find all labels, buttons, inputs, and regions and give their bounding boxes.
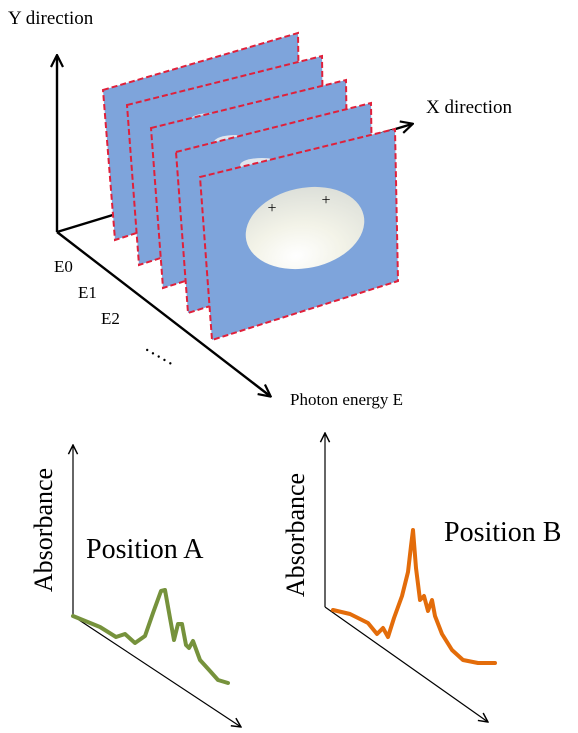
- plot-b-energy-axis: [324, 606, 488, 722]
- plot-b-spectrum-line: [331, 528, 497, 665]
- image-frame-front: + +: [198, 127, 400, 342]
- energy-tick-e0: E0: [54, 257, 73, 276]
- sample-blob: [245, 186, 365, 270]
- plot-a-energy-axis: [72, 615, 241, 727]
- plot-b-title: Position B: [444, 517, 561, 548]
- plot-position-a: Absorbance Position A: [29, 445, 241, 727]
- image-stack: + +: [101, 31, 400, 342]
- y-axis-label: Y direction: [8, 8, 94, 29]
- marker-position-b: +: [321, 192, 330, 209]
- plot-a-y-label: Absorbance: [29, 468, 58, 592]
- x-axis-label: X direction: [426, 97, 513, 118]
- plot-a-spectrum-line: [71, 588, 230, 685]
- ellipsis: ·····: [139, 339, 179, 375]
- marker-position-a: +: [267, 200, 276, 217]
- plot-b-y-label: Absorbance: [281, 473, 310, 597]
- energy-axis: [56, 231, 270, 396]
- plot-position-b: Absorbance Position B: [281, 433, 561, 722]
- energy-axis-label: Photon energy E: [290, 390, 403, 409]
- plot-a-title: Position A: [86, 534, 204, 565]
- energy-tick-e1: E1: [78, 283, 97, 302]
- energy-tick-e2: E2: [101, 309, 120, 328]
